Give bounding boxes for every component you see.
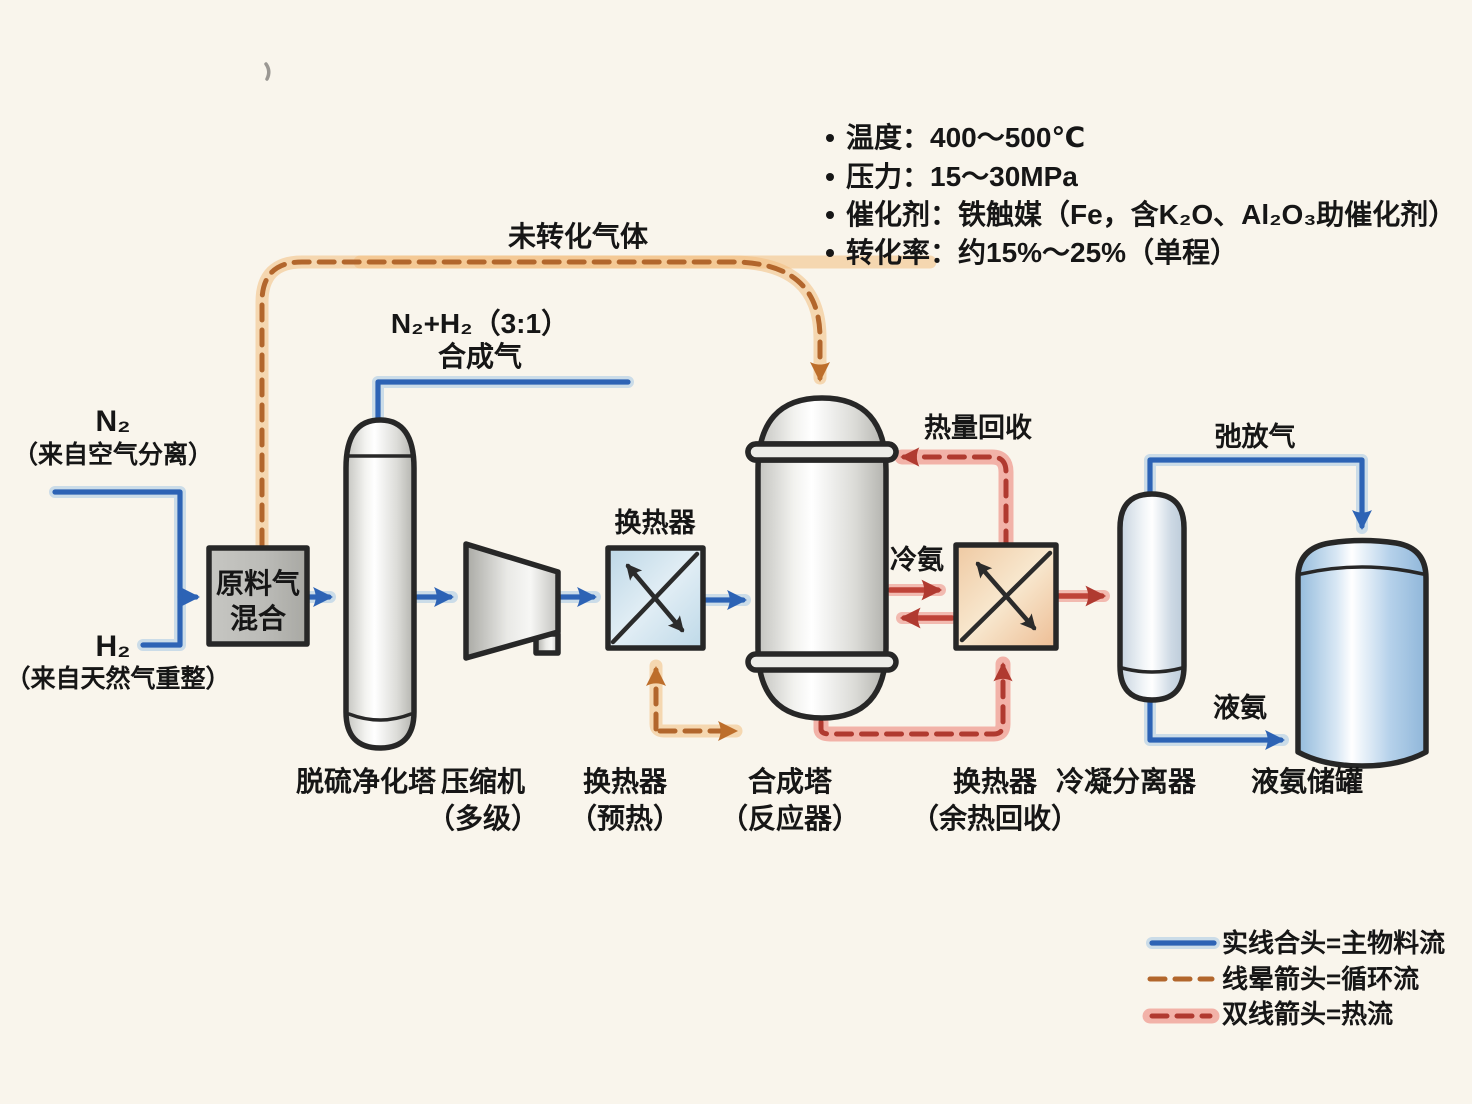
mixer-label-line1: 原料气 (216, 568, 300, 599)
heat-recovery-line-bottom (813, 656, 1013, 742)
n2-h2-feed-lines (49, 486, 200, 651)
n2-source-label: （来自空气分离） (13, 440, 213, 469)
legend-label-main-stream: 实线合头=主物料流 (1222, 928, 1445, 958)
h2-source-label: （来自天然气重整） (5, 664, 230, 693)
liquid-ammonia-label: 液氨 (1213, 693, 1267, 723)
bullet-dot (826, 211, 834, 219)
feed-gas-mixer: 原料气 混合 (206, 545, 310, 647)
condition-temperature: 温度：400～500℃ (846, 122, 1085, 153)
mixer-label-line2: 混合 (230, 602, 287, 634)
hx2-waste-heat-recovery (953, 542, 1059, 651)
bullet-dot (826, 173, 834, 181)
condition-catalyst: 催化剂：铁触媒（Fe，含K₂O、Al₂O₃助催化剂） (846, 198, 1456, 230)
h2-label: H₂ (96, 630, 131, 663)
heat-recovery-label: 热量回收 (924, 413, 1032, 443)
syngas-line (372, 376, 634, 426)
hx1-preheater (605, 545, 706, 651)
desulfurizer-vessel (343, 417, 417, 751)
process-conditions: 温度：400～500℃ 压力：15～30MPa 催化剂：铁触媒（Fe，含K₂O、… (826, 122, 1456, 268)
paper-speck (264, 62, 271, 81)
condensing-separator-vessel (1117, 491, 1187, 703)
bullet-dot (826, 249, 834, 257)
purge-gas-label: 弛放气 (1215, 421, 1296, 452)
recycle-label: 未转化气体 (508, 221, 649, 252)
legend-label-recycle-stream: 线晕箭头=循环流 (1222, 964, 1419, 994)
hx1-label-line1: 换热器 (583, 766, 668, 797)
compressor (463, 541, 561, 661)
liquid-ammonia-line (1144, 694, 1289, 750)
reactor-label-line1: 合成塔 (748, 765, 833, 797)
desulfurizer-label: 脱硫净化塔 (296, 765, 437, 797)
legend-label-heat-stream: 双线箭头=热流 (1222, 999, 1393, 1029)
legend-item-main-stream: 实线合头=主物料流 (1146, 928, 1445, 958)
hx1-top-label: 换热器 (615, 508, 697, 538)
bullet-dot (826, 134, 834, 142)
legend: 实线合头=主物料流 线晕箭头=循环流 双线箭头=热流 (1142, 928, 1445, 1029)
condition-pressure: 压力：15～30MPa (846, 161, 1078, 192)
condition-conversion: 转化率：约15%～25%（单程） (846, 236, 1238, 268)
hx1-label-line2: （预热） (569, 802, 681, 834)
n2-label: N₂ (96, 405, 131, 438)
preheat-flow-arrow (645, 659, 743, 742)
reactor-label-line2: （反应器） (720, 802, 860, 834)
heat-recovery-line-top (894, 447, 1014, 554)
tank-label: 液氨储罐 (1251, 765, 1363, 797)
compressor-label-line2: （多级） (427, 802, 539, 834)
syngas-label-line2: 合成气 (438, 340, 522, 372)
hx2-label-line1: 换热器 (953, 766, 1038, 797)
legend-item-heat-stream: 双线箭头=热流 (1142, 999, 1393, 1029)
recycle-stream-line (255, 255, 937, 552)
hx2-label-line2: （余热回收） (911, 802, 1079, 834)
legend-item-recycle-stream: 线晕箭头=循环流 (1147, 964, 1419, 994)
syngas-label-line1: N₂+H₂（3:1） (391, 307, 569, 339)
compressor-label-line1: 压缩机 (441, 765, 525, 797)
liquid-ammonia-tank (1295, 537, 1429, 769)
cold-ammonia-label: 冷氨 (890, 545, 944, 575)
synthesis-reactor-vessel (745, 395, 899, 721)
purge-gas-line (1144, 454, 1372, 534)
separator-label: 冷凝分离器 (1056, 765, 1197, 797)
